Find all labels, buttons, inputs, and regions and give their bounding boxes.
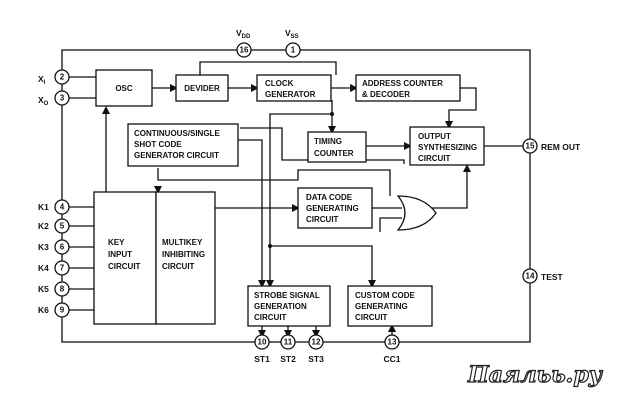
clock-generator-block: CLOCK GENERATOR: [256, 74, 332, 102]
svg-text:CIRCUIT: CIRCUIT: [306, 215, 339, 224]
address-counter-block: ADDRESS COUNTER & DECODER: [355, 74, 461, 102]
strobe-signal-block: STROBE SIGNAL GENERATION CIRCUIT: [247, 285, 331, 327]
svg-text:CIRCUIT: CIRCUIT: [418, 154, 451, 163]
svg-text:GENERATION: GENERATION: [254, 302, 307, 311]
svg-text:5: 5: [60, 222, 65, 231]
key-input-block: KEY INPUT CIRCUIT: [93, 191, 157, 325]
svg-text:ST1: ST1: [254, 354, 270, 364]
svg-text:K2: K2: [38, 221, 49, 231]
svg-text:K4: K4: [38, 263, 49, 273]
svg-text:CIRCUIT: CIRCUIT: [162, 262, 195, 271]
key-pin-k4: K4 7: [38, 260, 70, 276]
svg-text:GENERATING: GENERATING: [306, 204, 359, 213]
key-pin-k2: K2 5: [38, 218, 70, 234]
svg-text:TIMING: TIMING: [314, 137, 342, 146]
svg-text:DEVIDER: DEVIDER: [184, 84, 220, 93]
svg-text:MULTIKEY: MULTIKEY: [162, 238, 203, 247]
svg-text:13: 13: [388, 338, 397, 347]
key-pin-k5: K5 8: [38, 281, 70, 297]
svg-text:OSC: OSC: [115, 84, 133, 93]
devider-block: DEVIDER: [175, 74, 229, 102]
svg-text:ADDRESS COUNTER: ADDRESS COUNTER: [362, 79, 443, 88]
svg-text:COUNTER: COUNTER: [314, 149, 354, 158]
svg-text:4: 4: [60, 203, 65, 212]
svg-text:& DECODER: & DECODER: [362, 90, 410, 99]
or-gate: [396, 195, 437, 231]
vss-supply: VSS 1: [285, 28, 301, 58]
svg-text:1: 1: [291, 46, 296, 55]
svg-text:K5: K5: [38, 284, 49, 294]
svg-text:ST3: ST3: [308, 354, 324, 364]
svg-text:XI: XI: [38, 74, 46, 86]
rem-out-pin: 15 REM OUT: [522, 138, 581, 154]
svg-text:6: 6: [60, 243, 65, 252]
svg-text:7: 7: [60, 264, 65, 273]
svg-text:SHOT CODE: SHOT CODE: [134, 140, 182, 149]
svg-text:16: 16: [240, 46, 249, 55]
key-pins: K1 4 K2 5 K3 6 K4 7 K5 8 K6 9: [38, 199, 70, 318]
key-pin-k3: K3 6: [38, 239, 70, 255]
svg-text:TEST: TEST: [541, 272, 564, 282]
svg-text:ST2: ST2: [280, 354, 296, 364]
svg-text:CUSTOM CODE: CUSTOM CODE: [355, 291, 416, 300]
svg-text:CIRCUIT: CIRCUIT: [355, 313, 388, 322]
svg-text:SYNTHESIZING: SYNTHESIZING: [418, 143, 477, 152]
svg-text:VDD: VDD: [236, 28, 251, 40]
continuous-single-shot-block: CONTINUOUS/SINGLE SHOT CODE GENERATOR CI…: [127, 123, 239, 167]
svg-text:14: 14: [526, 272, 535, 281]
svg-text:K1: K1: [38, 202, 49, 212]
svg-text:VSS: VSS: [285, 28, 299, 40]
multikey-inhibiting-block: MULTIKEY INHIBITING CIRCUIT: [155, 191, 216, 325]
key-pin-k6: K6 9: [38, 302, 70, 318]
data-code-block: DATA CODE GENERATING CIRCUIT: [297, 187, 373, 229]
output-synthesizing-block: OUTPUT SYNTHESIZING CIRCUIT: [409, 126, 485, 166]
xo-pin: XO 3: [38, 90, 70, 107]
svg-text:KEY: KEY: [108, 238, 125, 247]
xi-pin: XI 2: [38, 69, 70, 86]
svg-text:15: 15: [526, 142, 535, 151]
osc-block: OSC: [95, 69, 153, 107]
svg-text:9: 9: [60, 306, 65, 315]
svg-text:OUTPUT: OUTPUT: [418, 132, 451, 141]
svg-text:GENERATOR CIRCUIT: GENERATOR CIRCUIT: [134, 151, 219, 160]
svg-text:CC1: CC1: [383, 354, 400, 364]
svg-text:CONTINUOUS/SINGLE: CONTINUOUS/SINGLE: [134, 129, 220, 138]
svg-text:DATA CODE: DATA CODE: [306, 193, 353, 202]
svg-text:2: 2: [60, 73, 65, 82]
watermark: Паяльь.ру: [467, 362, 604, 388]
svg-text:CLOCK: CLOCK: [265, 79, 294, 88]
svg-text:3: 3: [60, 94, 65, 103]
svg-text:XO: XO: [38, 95, 49, 107]
svg-text:INHIBITING: INHIBITING: [162, 250, 205, 259]
svg-text:10: 10: [258, 338, 267, 347]
svg-text:CIRCUIT: CIRCUIT: [254, 313, 287, 322]
svg-text:K3: K3: [38, 242, 49, 252]
svg-text:11: 11: [284, 338, 293, 347]
svg-text:8: 8: [60, 285, 65, 294]
key-pin-k1: K1 4: [38, 199, 70, 215]
vdd-supply: VDD 16: [236, 28, 252, 58]
svg-text:K6: K6: [38, 305, 49, 315]
test-pin: 14 TEST: [522, 268, 564, 284]
timing-counter-block: TIMING COUNTER: [307, 131, 367, 163]
svg-text:INPUT: INPUT: [108, 250, 132, 259]
svg-text:CIRCUIT: CIRCUIT: [108, 262, 141, 271]
svg-text:REM OUT: REM OUT: [541, 142, 581, 152]
custom-code-block: CUSTOM CODE GENERATING CIRCUIT: [347, 285, 433, 327]
svg-text:GENERATING: GENERATING: [355, 302, 408, 311]
svg-text:12: 12: [312, 338, 321, 347]
svg-text:GENERATOR: GENERATOR: [265, 90, 316, 99]
svg-text:STROBE SIGNAL: STROBE SIGNAL: [254, 291, 320, 300]
